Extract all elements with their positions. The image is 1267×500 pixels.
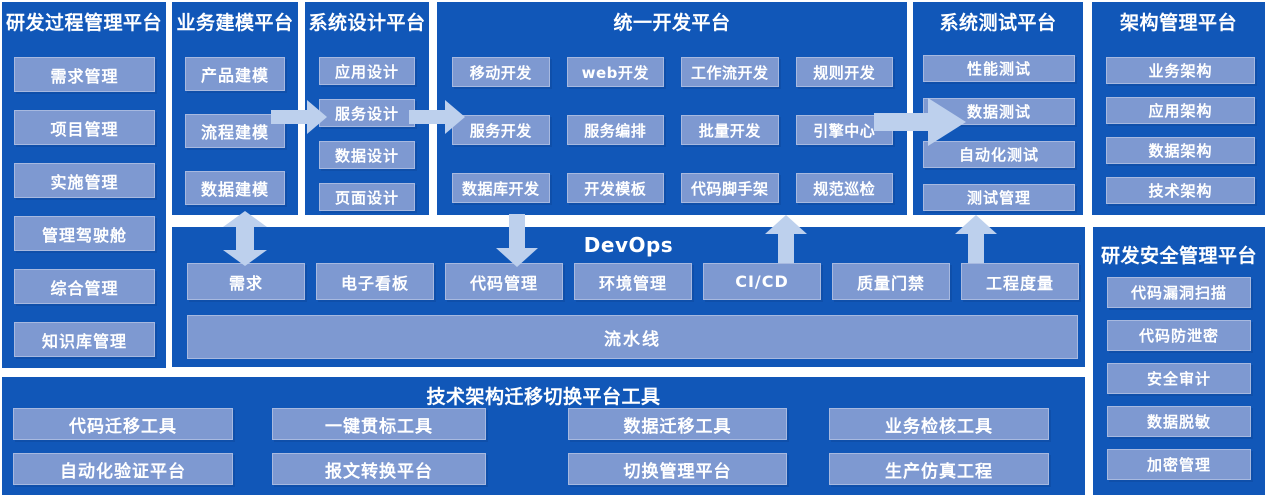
module-box: 代码脚手架 <box>681 173 779 203</box>
module-box: 服务设计 <box>319 99 415 127</box>
panel-process-mgmt: 研发过程管理平台 需求管理 项目管理 实施管理 管理驾驶舱 综合管理 知识库管理 <box>2 2 166 368</box>
flow-arrow-up-icon <box>765 215 807 263</box>
panel-title: 业务建模平台 <box>176 12 294 34</box>
module-box: 需求 <box>187 263 305 300</box>
module-box: 流程建模 <box>185 114 285 148</box>
module-box: 开发模板 <box>566 173 664 203</box>
module-box: 实施管理 <box>14 163 155 198</box>
module-box: 工程度量 <box>961 263 1079 300</box>
module-box: 代码迁移工具 <box>13 408 233 440</box>
flow-arrow-right-icon <box>874 98 966 146</box>
panel-title: 技术架构迁移切换平台工具 <box>426 386 661 408</box>
module-box: 项目管理 <box>14 110 155 145</box>
module-list: 需求管理 项目管理 实施管理 管理驾驶舱 综合管理 知识库管理 <box>14 57 155 357</box>
module-box: 应用架构 <box>1106 97 1255 124</box>
panel-title: 研发安全管理平台 <box>1100 245 1257 267</box>
module-box: 自动化测试 <box>923 141 1075 168</box>
module-box: 数据库开发 <box>452 173 550 203</box>
module-box: 数据脱敏 <box>1107 406 1251 437</box>
module-grid: 需求 电子看板 代码管理 环境管理 CI/CD 质量门禁 工程度量 <box>187 263 1079 300</box>
module-box: CI/CD <box>703 263 821 300</box>
panel-title: DevOps <box>583 233 674 257</box>
module-box: 业务架构 <box>1106 57 1255 84</box>
arrow-head <box>445 100 465 134</box>
arrow-shaft <box>409 110 447 124</box>
module-box: 知识库管理 <box>14 322 155 357</box>
module-box: 环境管理 <box>574 263 692 300</box>
arrow-head <box>765 215 807 234</box>
module-box: 代码漏洞扫描 <box>1107 277 1251 308</box>
pipeline-bar: 流水线 <box>187 315 1078 359</box>
panel-system-test: 系统测试平台 性能测试 数据测试 自动化测试 测试管理 <box>913 2 1083 215</box>
module-box: 规则开发 <box>795 57 893 87</box>
module-box: 测试管理 <box>923 184 1075 211</box>
module-list: 业务架构 应用架构 数据架构 技术架构 <box>1106 57 1255 204</box>
arrow-shaft <box>271 110 309 124</box>
arrow-shaft <box>509 214 525 249</box>
module-grid: 移动开发 web开发 工作流开发 规则开发 服务开发 服务编排 批量开发 引擎中… <box>452 57 893 203</box>
arrow-shaft <box>968 234 984 263</box>
panel-title: 统一开发平台 <box>613 12 731 34</box>
panel-title: 系统设计平台 <box>308 12 426 34</box>
module-box: 切换管理平台 <box>568 453 787 485</box>
module-box: 数据迁移工具 <box>568 408 787 440</box>
module-box: 管理驾驶舱 <box>14 216 155 251</box>
module-box: 应用设计 <box>319 57 415 85</box>
module-box: 业务检核工具 <box>829 408 1049 440</box>
flow-arrow-vertical-double-icon <box>223 211 267 266</box>
module-box: 自动化验证平台 <box>13 453 233 485</box>
module-box: 报文转换平台 <box>272 453 486 485</box>
module-box: 加密管理 <box>1107 449 1251 480</box>
panel-title: 研发过程管理平台 <box>5 12 162 34</box>
module-box: 综合管理 <box>14 269 155 304</box>
panel-business-modeling: 业务建模平台 产品建模 流程建模 数据建模 <box>172 2 298 215</box>
module-box: 需求管理 <box>14 57 155 92</box>
arrow-shaft <box>778 234 794 263</box>
module-box: 产品建模 <box>185 57 285 91</box>
module-box: 安全审计 <box>1107 363 1251 394</box>
arrow-head <box>307 100 327 134</box>
arrow-head <box>928 98 966 146</box>
flow-arrow-right-icon <box>271 100 327 134</box>
module-box: web开发 <box>566 57 664 87</box>
module-box: 代码管理 <box>445 263 563 300</box>
module-box: 批量开发 <box>681 115 779 145</box>
module-list: 产品建模 流程建模 数据建模 <box>185 57 285 205</box>
arrow-head <box>223 250 267 266</box>
module-list: 应用设计 服务设计 数据设计 页面设计 <box>319 57 415 211</box>
module-box: 一键贯标工具 <box>272 408 486 440</box>
module-box: 性能测试 <box>923 55 1075 82</box>
module-box: 生产仿真工程 <box>829 453 1049 485</box>
module-box: 技术架构 <box>1106 177 1255 204</box>
flow-arrow-down-icon <box>496 214 538 267</box>
module-box: 电子看板 <box>316 263 434 300</box>
module-box: 服务开发 <box>452 115 550 145</box>
module-box: 规范巡检 <box>795 173 893 203</box>
panel-devops: DevOps 需求 电子看板 代码管理 环境管理 CI/CD 质量门禁 工程度量… <box>172 227 1085 367</box>
arrow-head <box>223 211 267 227</box>
arrow-shaft <box>874 113 930 131</box>
arrow-head <box>496 248 538 267</box>
arrow-shaft <box>236 226 254 251</box>
module-box: 质量门禁 <box>832 263 950 300</box>
panel-title: 系统测试平台 <box>939 12 1057 34</box>
module-box: 数据设计 <box>319 141 415 169</box>
module-box: 数据建模 <box>185 171 285 205</box>
panel-unified-dev: 统一开发平台 移动开发 web开发 工作流开发 规则开发 服务开发 服务编排 批… <box>437 2 907 215</box>
flow-arrow-up-icon <box>955 215 997 263</box>
panel-arch-mgmt: 架构管理平台 业务架构 应用架构 数据架构 技术架构 <box>1092 2 1265 215</box>
module-box: 数据架构 <box>1106 137 1255 164</box>
module-list: 代码漏洞扫描 代码防泄密 安全审计 数据脱敏 加密管理 <box>1107 277 1251 480</box>
module-box: 工作流开发 <box>681 57 779 87</box>
module-box: 代码防泄密 <box>1107 320 1251 351</box>
panel-security-mgmt: 研发安全管理平台 代码漏洞扫描 代码防泄密 安全审计 数据脱敏 加密管理 <box>1093 227 1265 495</box>
panel-title: 架构管理平台 <box>1119 12 1237 34</box>
flow-arrow-right-icon <box>409 100 465 134</box>
module-box: 服务编排 <box>566 115 664 145</box>
arrow-head <box>955 215 997 234</box>
module-box: 页面设计 <box>319 183 415 211</box>
panel-migration-tools: 技术架构迁移切换平台工具 代码迁移工具 一键贯标工具 数据迁移工具 业务检核工具… <box>2 377 1085 495</box>
module-box: 移动开发 <box>452 57 550 87</box>
